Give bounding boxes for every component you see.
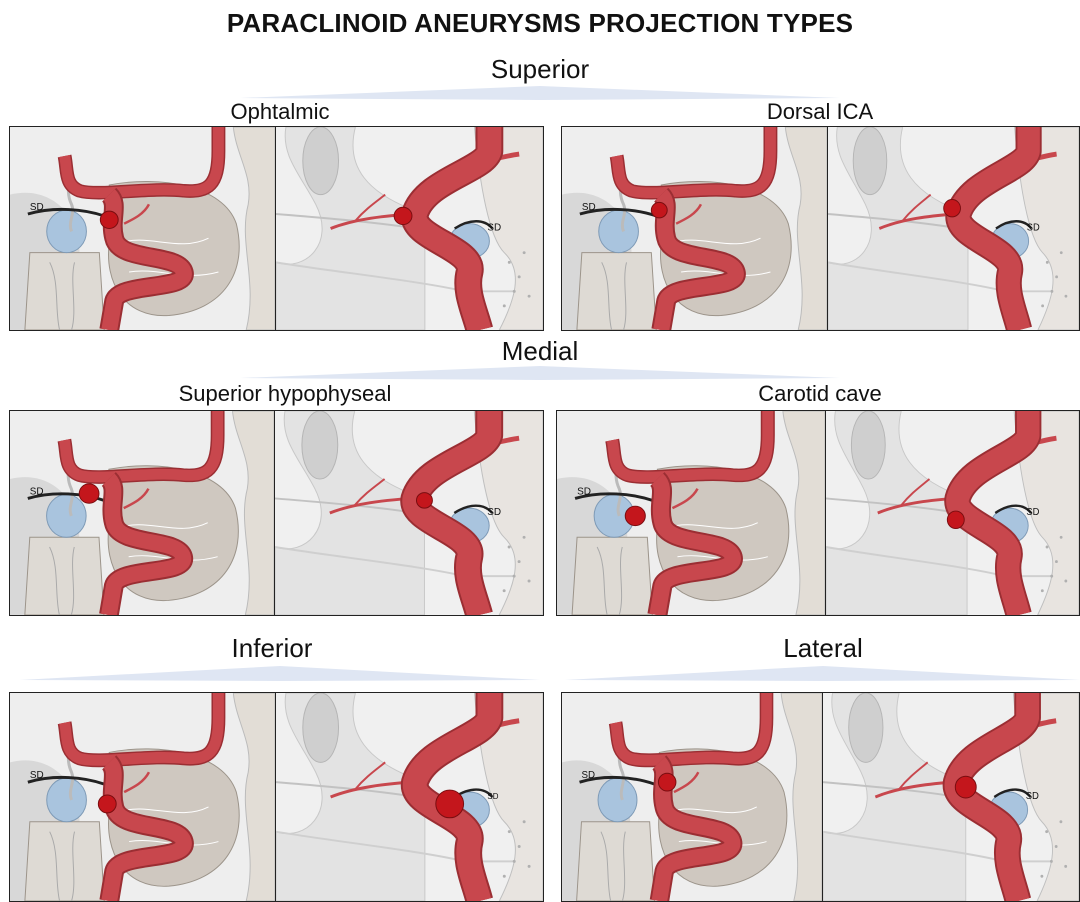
panel-carotid-cave-frontal: SD <box>556 410 826 616</box>
panel-ophtalmic-frontal: SD <box>9 126 276 331</box>
panel-carotid-cave-lateral-sd-label: SD <box>1026 507 1039 518</box>
subtype-label-dorsal-ica: Dorsal ICA <box>670 99 970 125</box>
panel-superior-hypophyseal-frontal-sd-label: SD <box>30 487 44 498</box>
panel-carotid-cave-frontal-sd-label: SD <box>577 487 591 498</box>
medial-bracket <box>240 364 840 382</box>
panel-inferior-lateral: SD <box>275 692 544 902</box>
section-label-superior: Superior <box>440 54 640 85</box>
panel-lateral-lateral-sd-label: SD <box>1026 791 1039 802</box>
subtype-label-carotid-cave: Carotid cave <box>670 381 970 407</box>
panel-inferior-frontal-sd-label: SD <box>30 770 44 781</box>
panel-dorsal-ica-frontal-sd-label: SD <box>582 202 596 213</box>
panel-inferior-lateral-sd-label: SD <box>487 792 498 801</box>
panel-superior-hypophyseal-lateral: SD <box>274 410 544 616</box>
panel-ophtalmic-lateral-sd-label: SD <box>487 223 501 234</box>
lateral-bracket <box>565 664 1080 682</box>
subtype-label-superior-hypophyseal: Superior hypophyseal <box>110 381 460 407</box>
panel-superior-hypophyseal-lateral-sd-label: SD <box>487 507 501 518</box>
figure-title: PARACLINOID ANEURYSMS PROJECTION TYPES <box>0 8 1080 39</box>
panel-lateral-frontal-sd-label: SD <box>581 770 595 781</box>
panel-ophtalmic-lateral: SD <box>275 126 544 331</box>
panel-inferior-frontal: SD <box>9 692 276 902</box>
section-label-lateral: Lateral <box>723 633 923 664</box>
section-label-medial: Medial <box>440 336 640 367</box>
subtype-label-ophtalmic: Ophtalmic <box>130 99 430 125</box>
section-label-inferior: Inferior <box>172 633 372 664</box>
panel-dorsal-ica-lateral-sd-label: SD <box>1027 222 1040 233</box>
panel-dorsal-ica-lateral: SD <box>827 126 1080 331</box>
panel-ophtalmic-frontal-sd-label: SD <box>30 202 44 213</box>
inferior-bracket <box>20 664 540 682</box>
panel-superior-hypophyseal-frontal: SD <box>9 410 275 616</box>
panel-lateral-lateral: SD <box>822 692 1080 902</box>
panel-lateral-frontal: SD <box>561 692 823 902</box>
panel-dorsal-ica-frontal: SD <box>561 126 828 331</box>
panel-carotid-cave-lateral: SD <box>825 410 1080 616</box>
